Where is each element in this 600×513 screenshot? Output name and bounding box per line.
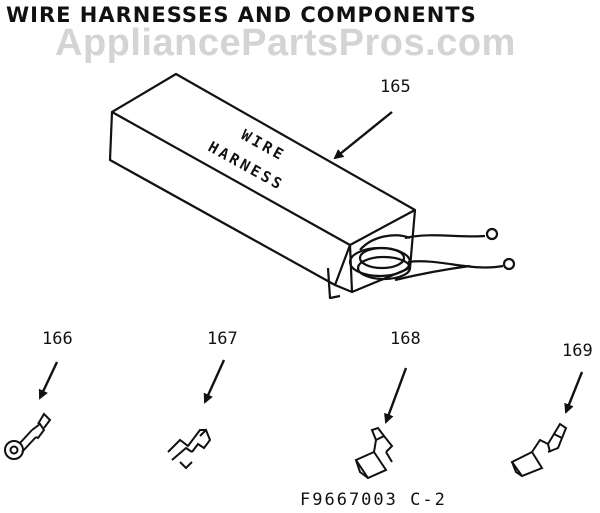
female-terminal-169	[510, 422, 568, 478]
watermark: AppliancePartsPros.com	[55, 22, 516, 64]
part-number-166: 166	[42, 329, 73, 349]
part-number-168: 168	[390, 329, 421, 349]
part-number-165: 165	[380, 77, 411, 97]
drawing-code: F9667003 C-2	[300, 490, 447, 510]
part-number-167: 167	[207, 329, 238, 349]
callout-arrow-167	[203, 359, 226, 404]
spade-terminal-167	[167, 428, 212, 470]
callout-arrow-168	[384, 367, 408, 424]
female-terminal-168	[354, 426, 394, 480]
wire-harness-box	[108, 72, 516, 300]
callout-arrow-166	[38, 361, 59, 400]
ring-terminal	[4, 412, 52, 460]
part-number-169: 169	[562, 341, 593, 361]
callout-arrow-165	[333, 111, 393, 160]
diagram-title: WIRE HARNESSES AND COMPONENTS	[6, 3, 477, 27]
callout-arrow-169	[564, 371, 584, 414]
